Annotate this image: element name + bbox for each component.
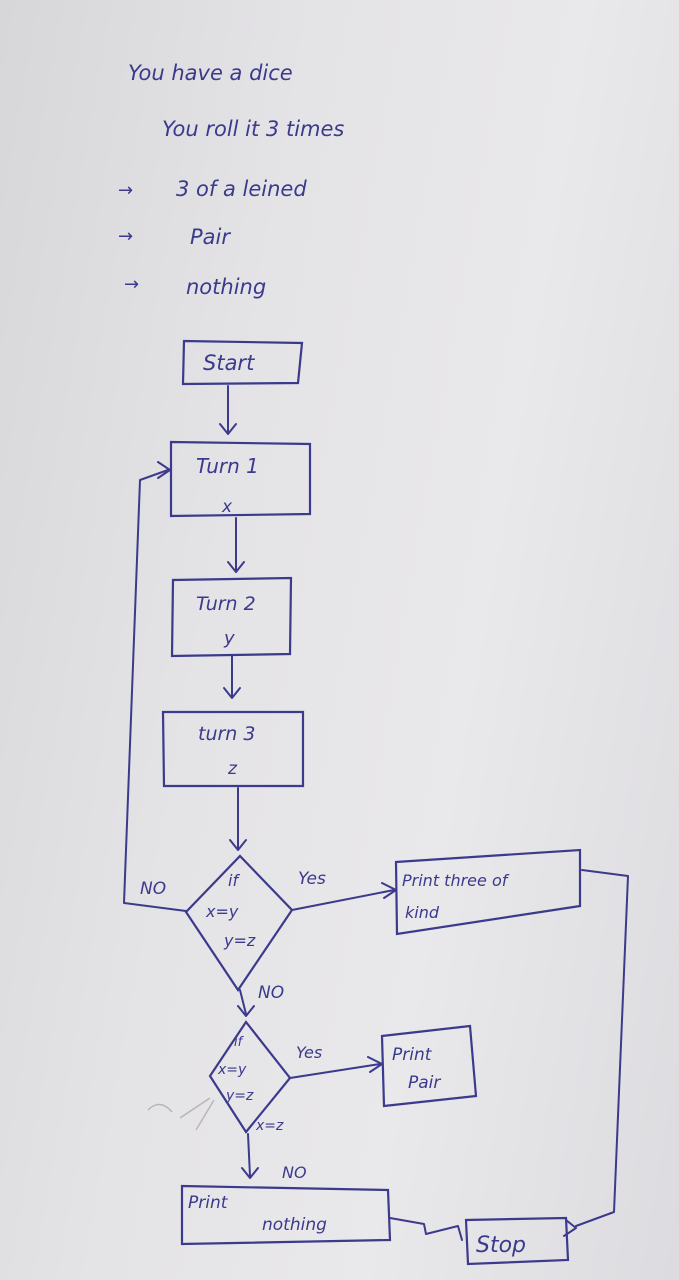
connector-nothing-to-stop [389, 1217, 463, 1241]
bullet-nothing: nothing [186, 275, 266, 299]
no2-label: NO [282, 1163, 307, 1182]
stop-label: Stop [476, 1233, 526, 1258]
intro-line-1: You have a dice [128, 61, 293, 85]
decision1-cond2: y=z [223, 931, 256, 950]
turn2-variable: y [223, 628, 235, 649]
turn1-variable: x [221, 497, 233, 517]
turn3-label: turn 3 [198, 723, 255, 745]
arrow-turn3-to-decision1 [229, 787, 247, 851]
decision1-if: if [228, 871, 240, 890]
loop-back-arrow [123, 461, 187, 912]
bullet-arrow-3: → [124, 274, 139, 295]
arrow-no-to-print-nothing [241, 1133, 259, 1179]
decision2-cond2: y=z [225, 1088, 254, 1104]
turn2-label: Turn 2 [196, 593, 256, 615]
yes1-label: Yes [298, 869, 326, 889]
turn2-box [170, 576, 293, 658]
pencil-scribble [147, 1097, 215, 1131]
decision2-if: if [234, 1035, 245, 1050]
connector-three-to-stop [563, 869, 629, 1237]
print-three-box [394, 848, 582, 936]
print-nothing-box [180, 1184, 392, 1246]
stop-box [464, 1216, 570, 1266]
start-label: Start [203, 351, 255, 375]
turn3-box [161, 710, 305, 788]
turn3-variable: z [227, 759, 238, 779]
print-three-line2: kind [405, 903, 440, 922]
yes2-label: Yes [296, 1043, 322, 1062]
print-three-line1: Print three of [402, 871, 510, 890]
print-pair-line2: Pair [408, 1073, 441, 1093]
bullet-arrow-2: → [118, 226, 133, 247]
decision2-cond1: x=y [217, 1062, 247, 1078]
arrow-turn2-to-turn3 [223, 655, 241, 699]
arrow-turn1-to-turn2 [227, 517, 245, 573]
start-box [181, 339, 304, 386]
bullet-three-of-kind: 3 of a leined [176, 177, 307, 201]
print-pair-line1: Print [392, 1045, 433, 1065]
intro-line-2: You roll it 3 times [162, 117, 344, 141]
loop-no-label: NO [140, 879, 166, 899]
print-nothing-right: nothing [262, 1215, 327, 1235]
bullet-arrow-1: → [118, 180, 133, 201]
decision2-diamond [208, 1020, 292, 1134]
decision1-cond1: x=y [205, 902, 239, 921]
bullet-pair: Pair [190, 225, 231, 249]
decision1-diamond [184, 854, 294, 992]
no1-label: NO [258, 983, 284, 1003]
arrow-start-to-turn1 [219, 385, 237, 435]
arrow-no-to-decision2 [237, 989, 255, 1017]
turn1-box [169, 440, 312, 518]
turn1-label: Turn 1 [196, 454, 259, 478]
decision2-extra: x=z [255, 1118, 284, 1134]
print-nothing-left: Print [188, 1193, 229, 1213]
print-pair-box [380, 1024, 478, 1108]
